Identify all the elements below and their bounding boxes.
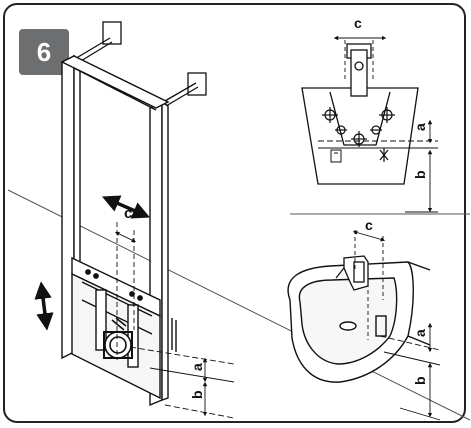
wall-floor-lines: [7, 189, 471, 421]
frame-dimension-c: [114, 222, 137, 360]
bidet-label-b: b: [412, 376, 428, 385]
top-view-mount-points: [322, 107, 395, 147]
bidet-dimension-c: [352, 230, 386, 340]
top-view-dimension-ab: [318, 119, 438, 213]
frame-drain-connection: [103, 317, 133, 359]
frame-label-a: a: [189, 363, 205, 371]
faucet-icon: [346, 43, 372, 97]
top-view-label-a: a: [412, 123, 428, 131]
frame-label-b: b: [189, 390, 205, 399]
vertical-adjust-arrow-icon: [34, 281, 54, 331]
frame-dimension-ab: [129, 346, 235, 419]
step-number-badge: 6: [19, 29, 69, 75]
wall-bracket-top-left: [72, 21, 122, 65]
cold-water-icon: [379, 148, 389, 162]
installation-frame: [60, 54, 177, 407]
bidet-label-c: c: [365, 217, 373, 233]
top-view-label-b: b: [412, 170, 428, 179]
bidet-faucet-icon: [335, 255, 369, 291]
bidet-dimension-ab: [379, 322, 441, 421]
top-view-label-c: c: [354, 15, 362, 31]
wall-hung-bidet: [287, 261, 431, 383]
horizontal-adjust-arrow-icon: [101, 195, 151, 219]
temperature-icon: [330, 149, 342, 163]
bidet-label-a: a: [412, 329, 428, 337]
